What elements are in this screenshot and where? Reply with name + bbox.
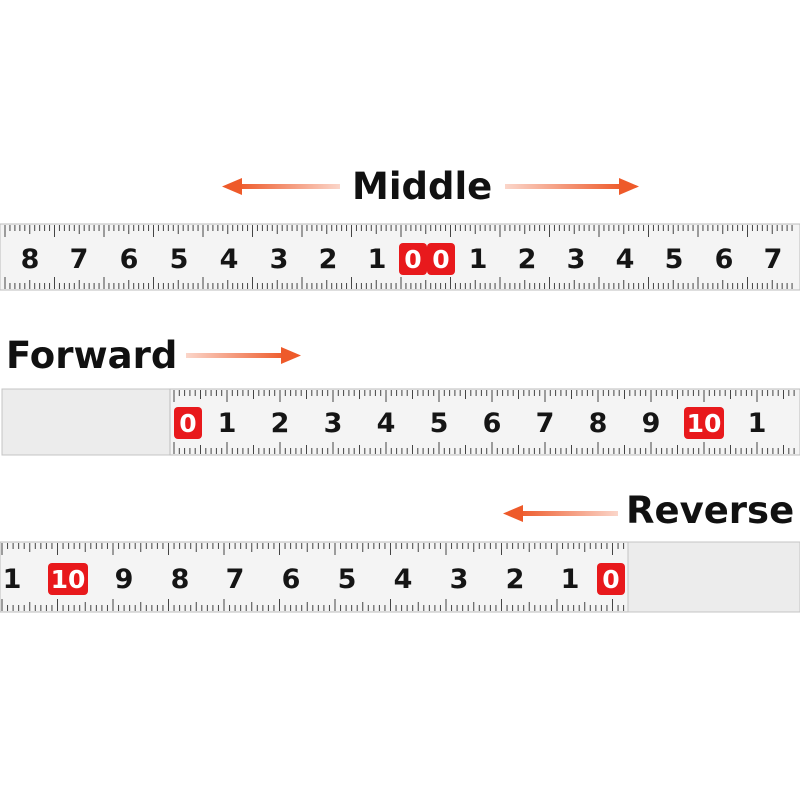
tape-number: 7 [226, 564, 245, 595]
tape-number: 6 [120, 244, 139, 275]
tape-number: 1 [561, 564, 580, 595]
tape-number: 7 [764, 244, 783, 275]
tape-number-highlighted: 10 [687, 409, 722, 438]
tape-number: 8 [171, 564, 190, 595]
zero-marker-box [427, 243, 455, 275]
left-arrow-icon [222, 178, 340, 195]
tape-number: 8 [589, 408, 608, 439]
zero-marker-box [684, 407, 724, 439]
tape-number-highlighted: 10 [51, 565, 86, 594]
zero-marker-box [399, 243, 427, 275]
tape-number: 7 [70, 244, 89, 275]
tape-number: 1 [469, 244, 488, 275]
tape-number: 1 [748, 408, 767, 439]
tape-number: 2 [518, 244, 537, 275]
middle-label: Middle [352, 165, 493, 208]
tape-number: 3 [567, 244, 586, 275]
tape-number: 6 [282, 564, 301, 595]
tape-number: 4 [377, 408, 396, 439]
tape-number: 6 [483, 408, 502, 439]
tape-number: 2 [271, 408, 290, 439]
tape-number: 3 [270, 244, 289, 275]
tape-number: 5 [430, 408, 449, 439]
zero-marker-box [174, 407, 202, 439]
tape-number: 9 [115, 564, 134, 595]
tape-number: 1 [218, 408, 237, 439]
tape-number-highlighted: 0 [432, 245, 449, 274]
tape-number: 1 [368, 244, 387, 275]
forward-label: Forward [6, 334, 178, 377]
tape-number: 1 [3, 564, 22, 595]
right-arrow-icon [505, 178, 639, 195]
zero-marker-box [597, 563, 625, 595]
reverse-label: Reverse [626, 489, 795, 532]
tape-number-highlighted: 0 [602, 565, 619, 594]
tape-number: 4 [616, 244, 635, 275]
tape-number: 8 [21, 244, 40, 275]
tape-number: 4 [394, 564, 413, 595]
tape-number: 2 [319, 244, 338, 275]
tape-number: 5 [665, 244, 684, 275]
tape-number: 2 [506, 564, 525, 595]
reverse-arrow-icon [503, 505, 618, 522]
tape-number: 6 [715, 244, 734, 275]
tape-number: 9 [642, 408, 661, 439]
tape-number-highlighted: 0 [179, 409, 196, 438]
tape-number: 5 [170, 244, 189, 275]
tape-number: 4 [220, 244, 239, 275]
tape-number: 7 [536, 408, 555, 439]
tape-number-highlighted: 0 [404, 245, 421, 274]
tape-number: 5 [338, 564, 357, 595]
tape-number: 3 [450, 564, 469, 595]
tape-number: 3 [324, 408, 343, 439]
zero-marker-box [48, 563, 88, 595]
forward-arrow-icon [186, 347, 301, 364]
